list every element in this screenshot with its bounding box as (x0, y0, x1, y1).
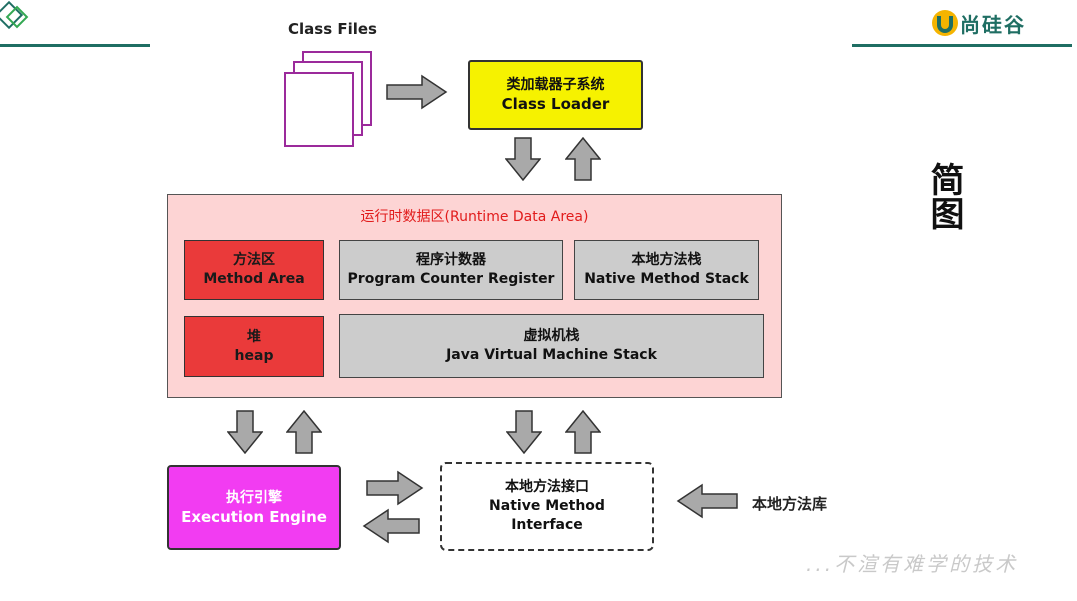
native-interface-en2: Interface (511, 517, 583, 533)
pc-register-en: Program Counter Register (347, 271, 555, 287)
side-title: 简图 (924, 162, 964, 230)
arrow-down-loader-icon (505, 137, 541, 181)
class-loader-en: Class Loader (501, 95, 610, 113)
arrow-down-interface-icon (506, 410, 542, 454)
native-method-stack-box: 本地方法栈 Native Method Stack (574, 240, 759, 300)
arrow-up-interface-icon (565, 410, 601, 454)
arrow-left-to-engine-icon (362, 508, 420, 544)
class-file-doc-1 (284, 72, 354, 147)
class-loader-box: 类加载器子系统 Class Loader (468, 60, 643, 130)
corner-diamond-icon (0, 0, 34, 40)
runtime-data-area-title: 运行时数据区(Runtime Data Area) (360, 209, 589, 225)
native-library-label: 本地方法库 (752, 495, 828, 513)
logo-text: 尚硅谷 (960, 12, 1026, 37)
class-files-label: Class Files (288, 20, 377, 38)
jvm-stack-cn: 虚拟机栈 (523, 328, 580, 344)
method-area-cn: 方法区 (233, 252, 275, 268)
execution-engine-en: Execution Engine (181, 507, 327, 526)
native-interface-en1: Native Method (489, 498, 605, 514)
heap-box: 堆 heap (184, 316, 324, 377)
method-area-box: 方法区 Method Area (184, 240, 324, 300)
watermark: ...不渲有难学的技术 (806, 552, 1019, 576)
arrow-up-engine-icon (286, 410, 322, 454)
logo: 尚硅谷 (930, 8, 1026, 38)
arrow-up-loader-icon (565, 137, 601, 181)
header-line-left (0, 44, 150, 47)
execution-engine-cn: 执行引擎 (226, 489, 282, 506)
method-area-en: Method Area (203, 271, 305, 287)
heap-cn: 堆 (247, 328, 261, 345)
native-stack-en: Native Method Stack (584, 271, 749, 287)
arrow-down-engine-icon (227, 410, 263, 454)
header-line-right (852, 44, 1072, 47)
jvm-stack-box: 虚拟机栈 Java Virtual Machine Stack (339, 314, 764, 378)
pc-register-box: 程序计数器 Program Counter Register (339, 240, 563, 300)
pc-register-cn: 程序计数器 (416, 252, 486, 268)
execution-engine-box: 执行引擎 Execution Engine (167, 465, 341, 550)
logo-u-icon (932, 10, 958, 36)
native-interface-box: 本地方法接口 Native Method Interface (440, 462, 654, 551)
arrow-right-to-interface-icon (366, 470, 424, 506)
native-stack-cn: 本地方法栈 (631, 252, 702, 268)
jvm-stack-en: Java Virtual Machine Stack (446, 347, 657, 363)
arrow-left-from-library-icon (676, 483, 738, 519)
arrow-right-to-loader-icon (386, 74, 448, 110)
heap-en: heap (234, 347, 274, 364)
native-interface-cn: 本地方法接口 (505, 479, 589, 495)
class-loader-cn: 类加载器子系统 (506, 77, 605, 93)
